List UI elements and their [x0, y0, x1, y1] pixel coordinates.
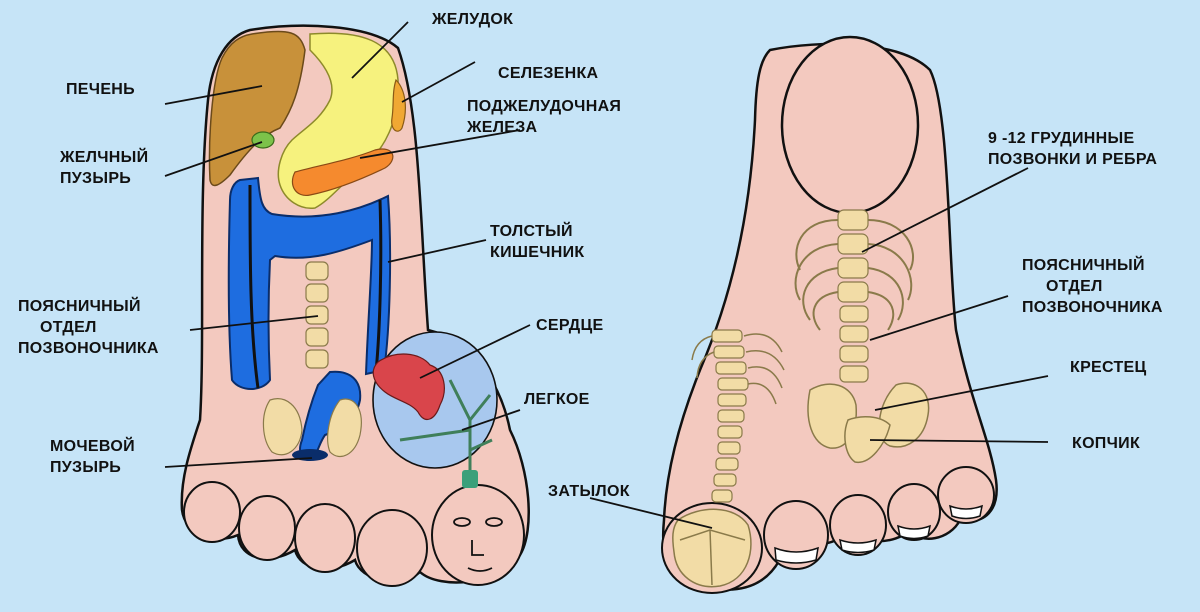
left-big-toe — [431, 484, 525, 586]
colon-line — [374, 199, 383, 373]
leader-heart — [419, 324, 531, 379]
right-toe-4 — [887, 483, 941, 541]
label-liver: ПЕЧЕНЬ — [66, 81, 135, 98]
liver-shape — [208, 30, 306, 187]
gallbladder-shape — [251, 131, 275, 149]
label-coccyx: КОПЧИК — [1072, 435, 1141, 452]
stomach-shape — [277, 32, 399, 209]
label-heart: СЕРДЦЕ — [536, 317, 604, 334]
right-toe-3 — [829, 494, 887, 556]
label-right-lumbar-line1: ПОЯСНИЧНЫЙ — [1022, 257, 1145, 274]
occiput-skull — [672, 508, 752, 588]
label-right-lumbar-line3: ПОЗВОНОЧНИКА — [1022, 299, 1163, 316]
label-bladder-line2: ПУЗЫРЬ — [50, 459, 122, 476]
leader-spleen — [401, 61, 476, 103]
right-lumbar-spine — [839, 305, 869, 383]
label-pancreas-line2: ЖЕЛЕЗА — [467, 119, 538, 136]
toe-spine — [711, 329, 749, 503]
label-lumbar-line2: ОТДЕЛ — [40, 319, 97, 336]
label-pancreas-line1: ПОДЖЕЛУДОЧНАЯ — [467, 98, 622, 115]
label-bladder-line1: МОЧЕВОЙ — [50, 438, 135, 455]
pancreas-shape — [291, 148, 394, 197]
toe-ribs — [691, 333, 785, 405]
label-gallbladder-line1: ЖЕЛЧНЫЙ — [60, 149, 149, 166]
leader-thoracic — [861, 167, 1029, 253]
leader-coccyx — [869, 439, 1049, 443]
leader-lumbar — [189, 315, 319, 331]
big-toe-face — [453, 517, 503, 572]
toenails — [774, 504, 983, 564]
leader-colon — [387, 239, 487, 263]
left-foot-toes — [183, 481, 525, 587]
label-sacrum: КРЕСТЕЦ — [1070, 359, 1147, 376]
leader-lung — [461, 409, 521, 431]
leader-gallbladder — [164, 141, 263, 177]
label-lung: ЛЕГКОЕ — [524, 391, 590, 408]
leader-bladder — [164, 457, 313, 468]
left-pelvis — [262, 398, 362, 457]
bronchi-shape — [399, 379, 493, 480]
label-thoracic-line1: 9 -12 ГРУДИННЫЕ — [988, 130, 1135, 147]
label-colon-line2: КИШЕЧНИК — [490, 244, 585, 261]
label-occiput: ЗАТЫЛОК — [548, 483, 630, 500]
right-pelvis — [807, 382, 930, 463]
right-foot — [661, 35, 998, 594]
heart-shape — [372, 353, 445, 421]
colon-shape — [227, 176, 392, 390]
thoracic-spine — [837, 209, 869, 303]
bronchi-stem — [462, 470, 478, 488]
label-lumbar-line1: ПОЯСНИЧНЫЙ — [18, 298, 141, 315]
left-toe-5 — [183, 481, 241, 543]
colon-line — [248, 184, 260, 389]
leader-stomach — [351, 21, 409, 79]
leader-right-lumbar — [869, 295, 1009, 341]
label-right-lumbar-line2: ОТДЕЛ — [1046, 278, 1103, 295]
left-lumbar-spine — [305, 261, 329, 369]
leader-occiput — [589, 497, 713, 529]
leader-pancreas — [359, 129, 521, 159]
label-stomach: ЖЕЛУДОК — [432, 11, 514, 28]
label-spleen: СЕЛЕЗЕНКА — [498, 65, 599, 82]
label-thoracic-line2: ПОЗВОНКИ И РЕБРА — [988, 151, 1158, 168]
left-toe-3 — [294, 503, 356, 573]
heel-pad — [780, 35, 920, 215]
leader-sacrum — [874, 375, 1049, 411]
left-toe-2 — [356, 509, 428, 587]
label-lumbar-line3: ПОЗВОНОЧНИКА — [18, 340, 159, 357]
label-gallbladder-line2: ПУЗЫРЬ — [60, 170, 132, 187]
left-toe-4 — [238, 495, 296, 561]
ribs — [794, 219, 915, 331]
left-foot — [180, 24, 530, 587]
leader-liver — [164, 85, 263, 105]
label-colon-line1: ТОЛСТЫЙ — [490, 223, 573, 240]
leader-lines — [164, 21, 1049, 529]
